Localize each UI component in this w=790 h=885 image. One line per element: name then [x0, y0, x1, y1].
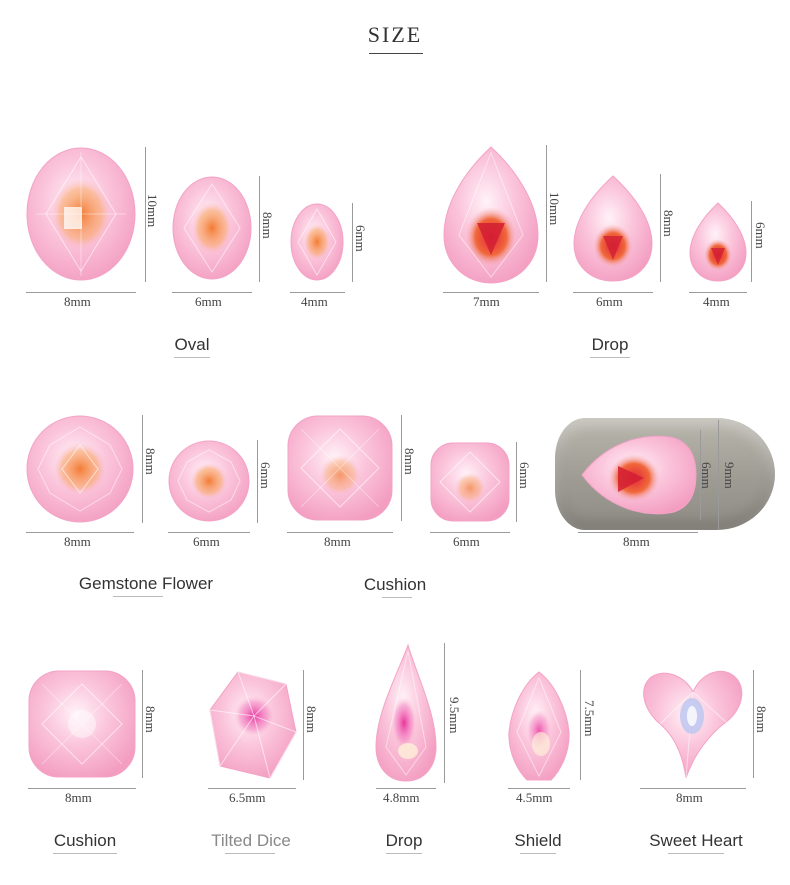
- cushion-gem-6x6: [430, 442, 510, 522]
- drop-3-height: 6mm: [753, 222, 768, 249]
- sweet-heart-gem: [643, 670, 743, 779]
- label-tilted-dice: Tilted Dice: [211, 831, 291, 850]
- oval-gem-8x10: [26, 147, 136, 281]
- nail-drop-gem-8x6: [581, 435, 697, 515]
- cushion-2-width: 6mm: [453, 534, 480, 549]
- drop-gem-bottom: [375, 643, 437, 782]
- cushion-gem-bottom-8x8: [28, 670, 136, 778]
- oval-1-width: 8mm: [64, 294, 91, 309]
- flower-1-width: 8mm: [64, 534, 91, 549]
- title-underline: [369, 53, 423, 54]
- flower-1-height: 8mm: [143, 448, 158, 475]
- cushion-1-width: 8mm: [324, 534, 351, 549]
- bottom-cushion-height: 8mm: [143, 706, 158, 733]
- drop-1-width: 7mm: [473, 294, 500, 309]
- oval-2-height: 8mm: [260, 212, 275, 239]
- shield-height: 7.5mm: [582, 700, 597, 737]
- oval-3-width: 4mm: [301, 294, 328, 309]
- page-title: SIZE: [367, 22, 423, 47]
- shield-gem: [508, 671, 570, 781]
- sweet-heart-height: 8mm: [754, 706, 769, 733]
- oval-2-width: 6mm: [195, 294, 222, 309]
- tilted-dice-width: 6.5mm: [229, 790, 266, 805]
- drop-2-width: 6mm: [596, 294, 623, 309]
- bottom-cushion-width: 8mm: [65, 790, 92, 805]
- tilted-dice-height: 8mm: [304, 706, 319, 733]
- cushion-2-height: 6mm: [517, 462, 532, 489]
- oval-gem-6x8: [172, 176, 252, 280]
- tilted-dice-gem: [209, 671, 297, 780]
- nail-gem-width: 8mm: [623, 534, 650, 549]
- gemstone-flower-gem-8x8: [26, 415, 134, 523]
- nail-height: 9mm: [722, 462, 737, 489]
- gemstone-flower-gem-6x6: [168, 440, 250, 522]
- drop-bottom-height: 9.5mm: [447, 697, 462, 734]
- label-cushion-bottom: Cushion: [53, 831, 117, 850]
- flower-2-height: 6mm: [258, 462, 273, 489]
- drop-gem-7x10: [443, 146, 539, 284]
- nail-gem-height: 6mm: [699, 462, 714, 489]
- oval-1-height: 10mm: [145, 194, 160, 228]
- label-oval: Oval: [174, 335, 210, 354]
- sweet-heart-width: 8mm: [676, 790, 703, 805]
- cushion-1-height: 8mm: [402, 448, 417, 475]
- drop-bottom-width: 4.8mm: [383, 790, 420, 805]
- drop-3-width: 4mm: [703, 294, 730, 309]
- drop-2-height: 8mm: [661, 210, 676, 237]
- oval-gem-4x6: [290, 203, 344, 281]
- label-gemstone-flower: Gemstone Flower: [78, 574, 214, 593]
- label-shield: Shield: [514, 831, 562, 850]
- shield-width: 4.5mm: [516, 790, 553, 805]
- label-drop-top: Drop: [591, 335, 629, 354]
- label-drop-bottom: Drop: [385, 831, 423, 850]
- label-sweet-heart: Sweet Heart: [649, 831, 743, 850]
- drop-gem-6x8: [573, 175, 653, 282]
- flower-2-width: 6mm: [193, 534, 220, 549]
- oval-3-height: 6mm: [353, 225, 368, 252]
- drop-gem-4x6: [689, 202, 747, 282]
- drop-1-height: 10mm: [547, 192, 562, 226]
- label-cushion-middle: Cushion: [363, 575, 427, 594]
- cushion-gem-8x8: [287, 415, 393, 521]
